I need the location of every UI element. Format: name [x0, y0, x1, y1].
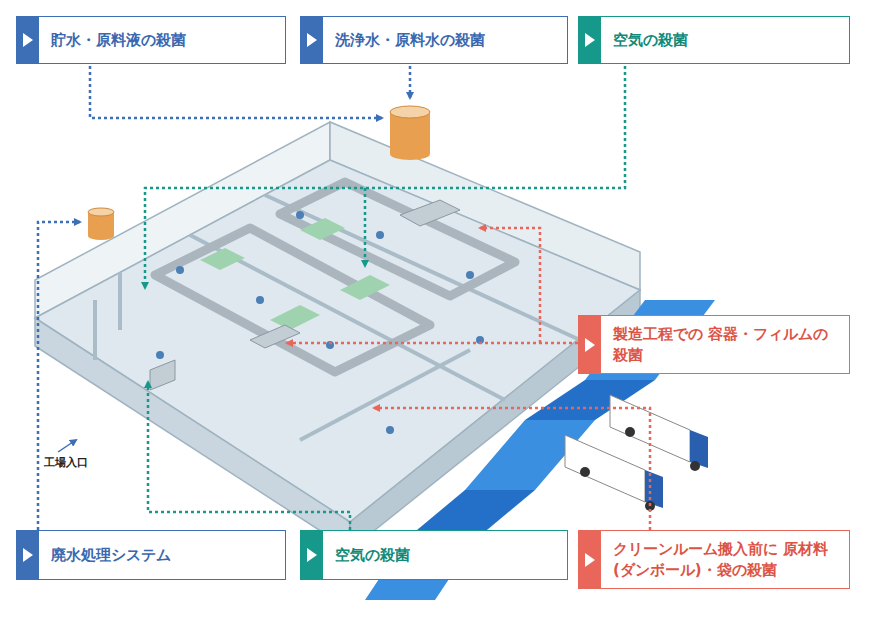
- color-strip: [17, 17, 39, 63]
- callout-text: 空気の殺菌: [301, 539, 420, 571]
- tanks-part: [390, 106, 430, 118]
- triangle-marker: [307, 33, 317, 47]
- machines-part: [150, 360, 175, 390]
- triangle-marker: [585, 553, 595, 567]
- building-part: [350, 290, 640, 550]
- trucks-part: [690, 461, 700, 471]
- leader-lines-part: [90, 66, 382, 118]
- color-strip: [579, 316, 601, 373]
- callout-box: クリーンルーム搬入前に 原材料(ダンボール)・袋の殺菌: [578, 530, 850, 589]
- building: [35, 122, 640, 550]
- trucks-part: [625, 427, 635, 437]
- workers-part: [386, 426, 394, 434]
- color-strip: [301, 531, 323, 579]
- tanks-part: [390, 148, 430, 160]
- color-strip: [579, 17, 601, 63]
- callout-box: 製造工程での 容器・フィルムの殺菌: [578, 315, 850, 374]
- interior-walls: [95, 195, 580, 440]
- leader-lines-part: [409, 66, 412, 98]
- callout-text: 貯水・原料液の殺菌: [17, 24, 196, 56]
- leader-lines-part: [374, 408, 650, 530]
- callout-box: 貯水・原料液の殺菌: [16, 16, 286, 64]
- mats-part: [270, 305, 320, 330]
- triangle-marker: [307, 548, 317, 562]
- callout-box: 洗浄水・原料水の殺菌: [300, 16, 568, 64]
- leader-lines-part: [480, 228, 540, 343]
- callout-text: 洗浄水・原料水の殺菌: [301, 24, 495, 56]
- callout-box: 廃水処理システム: [16, 530, 286, 580]
- leader-lines-part: [287, 342, 578, 345]
- tanks-part: [88, 208, 114, 216]
- triangle-shape: [23, 548, 33, 562]
- color-strip: [301, 17, 323, 63]
- mats-part: [200, 248, 245, 270]
- workers: [156, 211, 484, 434]
- workers-part: [176, 266, 184, 274]
- tanks-part: [88, 232, 114, 240]
- leader-lines-part: [145, 66, 625, 288]
- leader-lines-part: [38, 222, 80, 530]
- machines-part: [400, 200, 460, 226]
- triangle-shape: [307, 33, 317, 47]
- mats-part: [340, 275, 390, 300]
- mats: [200, 218, 390, 330]
- workers-part: [296, 211, 304, 219]
- triangle-marker: [585, 338, 595, 352]
- callout-text: 製造工程での 容器・フィルムの殺菌: [579, 318, 849, 371]
- callout-text: 空気の殺菌: [579, 24, 698, 56]
- building-part: [35, 160, 640, 522]
- workers-part: [376, 231, 384, 239]
- tanks: [88, 106, 430, 240]
- interior-walls-part: [93, 300, 97, 360]
- color-strip: [17, 531, 39, 579]
- conveyors-part: [280, 182, 515, 296]
- callout-text: 廃水処理システム: [17, 539, 181, 571]
- mats-part: [300, 218, 345, 240]
- triangle-marker: [23, 548, 33, 562]
- triangle-shape: [585, 553, 595, 567]
- triangle-shape: [585, 338, 595, 352]
- place-label: 工場入口: [42, 455, 90, 470]
- conveyors-part: [155, 228, 430, 372]
- color-strip: [579, 531, 601, 588]
- triangle-shape: [585, 33, 595, 47]
- entrance-arrow: [58, 440, 76, 452]
- interior-walls-part: [118, 272, 122, 330]
- leader-lines: [38, 66, 650, 530]
- triangle-shape: [307, 548, 317, 562]
- workers-part: [256, 296, 264, 304]
- machines-part: [250, 325, 300, 348]
- callout-box: 空気の殺菌: [578, 16, 850, 64]
- workers-part: [466, 271, 474, 279]
- triangle-marker: [23, 33, 33, 47]
- trucks-part: [565, 435, 645, 502]
- trucks-part: [580, 467, 590, 477]
- leader-lines-part: [364, 188, 367, 266]
- callout-box: 空気の殺菌: [300, 530, 568, 580]
- triangle-shape: [23, 33, 33, 47]
- machines: [150, 200, 460, 390]
- leader-lines-part: [148, 382, 350, 530]
- callout-text: クリーンルーム搬入前に 原材料(ダンボール)・袋の殺菌: [579, 533, 849, 586]
- triangle-marker: [585, 33, 595, 47]
- trucks: [565, 395, 708, 511]
- workers-part: [156, 351, 164, 359]
